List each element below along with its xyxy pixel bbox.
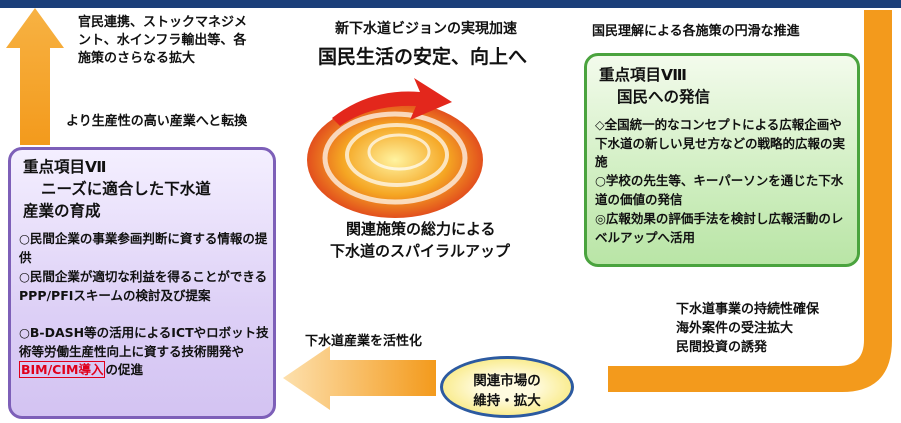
priority-7-item-2: ○民間企業が適切な利益を得ることができるPPP/PFIスキームの検討及び提案 [19, 269, 268, 303]
priority-7-title: 重点項目Ⅶ [23, 158, 107, 176]
top-left-line-2: ント、水インフラ輸出等、各 [78, 33, 247, 48]
spiral-icon [307, 78, 483, 218]
transition-label: より生産性の高い産業へと転換 [66, 114, 248, 129]
ellipse-line-2: 維持・拡大 [473, 393, 541, 409]
priority-8-item-1: ◇全国統一的なコンセプトによる広報企画や下水道の新しい見せ方などの戦略的広報の実… [595, 117, 846, 169]
left-arrow-bottom [283, 346, 436, 410]
spiral-caption-line-1: 関連施策の総力による [346, 220, 496, 238]
priority-7-item-3-tail: の促進 [105, 362, 143, 377]
priority-8-item-2: ○学校の先生等、キーパーソンを通じた下水道の価値の発信 [595, 173, 844, 207]
ellipse-line-1: 関連市場の [473, 373, 541, 389]
u-arrow-right [608, 10, 892, 392]
activate-industry-label: 下水道産業を活性化 [305, 334, 423, 349]
priority-8-item-3: ◎広報効果の評価手法を検討し広報活動のレベルアップへ活用 [595, 211, 844, 245]
priority-7-item-3-text: ○B-DASH等の活用によるICTやロボット技術等労働生産性向上に資する技術開発… [19, 325, 269, 359]
priority-7-subtitle-1: ニーズに適合した下水道 [41, 180, 211, 198]
vision-subtitle: 新下水道ビジョンの実現加速 [335, 21, 517, 37]
headline: 国民生活の安定、向上へ [318, 46, 528, 68]
spiral-caption-line-2: 下水道のスパイラルアップ [330, 242, 511, 260]
related-market-ellipse: 関連市場の 維持・拡大 [440, 356, 574, 418]
top-header-bar [0, 0, 901, 8]
priority-8-title: 重点項目Ⅷ [599, 66, 687, 84]
private-investment-line: 民間投資の誘発 [676, 340, 768, 355]
bim-cim-highlight: BIM/CIM導入 [19, 361, 106, 378]
priority-7-box: 重点項目Ⅶ ニーズに適合した下水道 産業の育成 ○民間企業の事業参画判断に資する… [8, 147, 276, 419]
top-left-line-1: 官民連携、ストックマネジメ [78, 15, 248, 30]
sustainability-line: 下水道事業の持続性確保 [676, 302, 820, 317]
upward-arrow-left [6, 8, 64, 145]
priority-7-subtitle-2: 産業の育成 [23, 202, 101, 220]
priority-7-item-1: ○民間企業の事業参画判断に資する情報の提供 [19, 231, 268, 265]
priority-8-subtitle: 国民への発信 [617, 88, 711, 106]
public-understanding-label: 国民理解による各施策の円滑な推進 [592, 24, 800, 39]
overseas-line: 海外案件の受注拡大 [676, 321, 794, 336]
priority-7-item-3: ○B-DASH等の活用によるICTやロボット技術等労働生産性向上に資する技術開発… [19, 324, 271, 380]
top-left-line-3: 施策のさらなる拡大 [78, 51, 196, 66]
priority-8-box: 重点項目Ⅷ 国民への発信 ◇全国統一的なコンセプトによる広報企画や下水道の新しい… [584, 53, 860, 267]
